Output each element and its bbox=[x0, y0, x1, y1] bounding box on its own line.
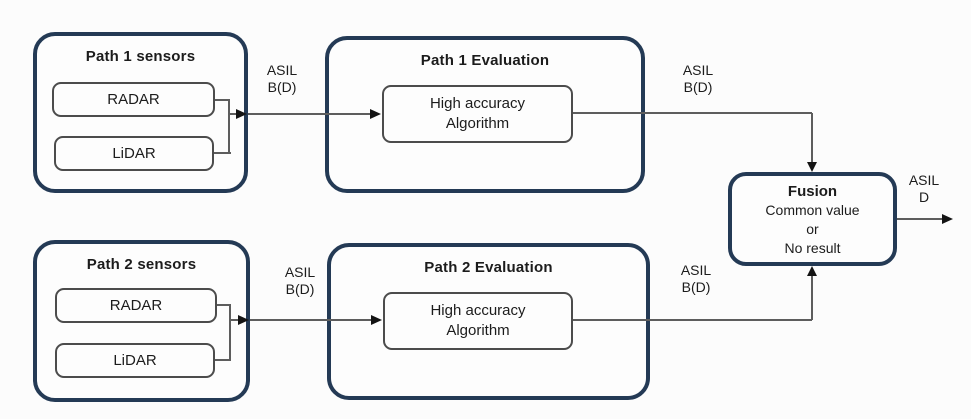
path2-algorithm-line1: High accuracy bbox=[430, 302, 526, 319]
asil-label-p2-eval: ASIL B(D) bbox=[670, 262, 722, 296]
path1-sensors-title: Path 1 sensors bbox=[85, 48, 196, 65]
fusion-box: Fusion Common value or No result bbox=[728, 172, 897, 266]
p2-eval-in-arrowhead-icon bbox=[371, 315, 382, 325]
path1-radar-label: RADAR bbox=[107, 90, 160, 108]
path1-evaluation-title: Path 1 Evaluation bbox=[420, 52, 550, 69]
p2-fusion-in-arrowhead-icon bbox=[807, 266, 817, 276]
fusion-body: Fusion Common value or No result bbox=[732, 182, 893, 258]
p2-sensors-to-eval-line bbox=[250, 319, 372, 321]
asil-label-fusion-output-line2: D bbox=[918, 189, 930, 205]
fusion-output-line bbox=[897, 218, 942, 220]
p1-radar-stub-line bbox=[215, 99, 230, 101]
p1-merge-out-line bbox=[229, 113, 238, 115]
path1-lidar-box: LiDAR bbox=[54, 136, 214, 171]
fusion-line1: Common value bbox=[765, 202, 860, 218]
p2-fusion-rise-line bbox=[811, 275, 813, 320]
p2-lidar-stub-line bbox=[215, 359, 231, 361]
p1-fusion-drop-line bbox=[811, 113, 813, 163]
path1-algorithm-line2: Algorithm bbox=[445, 115, 510, 132]
p2-merge-bus-line bbox=[229, 304, 231, 361]
asil-label-fusion-output-line1: ASIL bbox=[908, 172, 940, 188]
asil-label-p2-sensors: ASIL B(D) bbox=[274, 264, 326, 298]
asil-label-p2-sensors-line2: B(D) bbox=[285, 281, 315, 297]
path1-lidar-label: LiDAR bbox=[112, 144, 156, 162]
p2-radar-stub-line bbox=[217, 304, 231, 306]
p1-sensors-to-eval-line bbox=[248, 113, 371, 115]
path2-algorithm-box: High accuracy Algorithm bbox=[383, 292, 573, 350]
p1-merge-bus-line bbox=[228, 99, 230, 154]
asil-label-p1-sensors: ASIL B(D) bbox=[256, 62, 308, 96]
path2-lidar-box: LiDAR bbox=[55, 343, 215, 378]
asil-label-p1-sensors-line2: B(D) bbox=[267, 79, 297, 95]
path2-evaluation-box: Path 2 Evaluation High accuracy Algorith… bbox=[327, 243, 650, 400]
asil-label-p2-eval-line1: ASIL bbox=[680, 262, 712, 278]
p2-eval-to-fusion-line bbox=[573, 319, 812, 321]
path2-radar-box: RADAR bbox=[55, 288, 217, 323]
fusion-line3: No result bbox=[784, 240, 841, 256]
path2-algorithm-line2: Algorithm bbox=[446, 322, 510, 339]
path2-evaluation-title: Path 2 Evaluation bbox=[424, 259, 553, 276]
p1-merge-arrowhead-icon bbox=[236, 109, 247, 119]
asil-label-p1-eval: ASIL B(D) bbox=[672, 62, 724, 96]
path2-sensors-box: Path 2 sensors RADAR LiDAR bbox=[33, 240, 250, 402]
path1-sensors-box: Path 1 sensors RADAR LiDAR bbox=[33, 32, 248, 193]
p1-eval-to-fusion-line bbox=[573, 112, 812, 114]
asil-label-p1-eval-line1: ASIL bbox=[682, 62, 714, 78]
fusion-output-arrowhead-icon bbox=[942, 214, 953, 224]
p1-lidar-stub-line bbox=[214, 152, 231, 154]
p1-eval-in-arrowhead-icon bbox=[370, 109, 381, 119]
asil-label-p1-eval-line2: B(D) bbox=[683, 79, 713, 95]
path2-lidar-label: LiDAR bbox=[113, 351, 157, 369]
fusion-line2: or bbox=[806, 221, 819, 237]
path1-radar-box: RADAR bbox=[52, 82, 215, 117]
asil-label-p1-sensors-line1: ASIL bbox=[266, 62, 298, 78]
asil-label-p2-sensors-line1: ASIL bbox=[284, 264, 316, 280]
asil-label-fusion-output: ASIL D bbox=[898, 172, 950, 206]
fusion-title: Fusion bbox=[787, 183, 838, 200]
p2-merge-arrowhead-icon bbox=[238, 315, 249, 325]
path2-sensors-title: Path 2 sensors bbox=[86, 256, 197, 273]
path2-radar-label: RADAR bbox=[109, 296, 163, 314]
p2-merge-out-line bbox=[231, 319, 240, 321]
asil-label-p2-eval-line2: B(D) bbox=[681, 279, 711, 295]
p1-fusion-in-arrowhead-icon bbox=[807, 162, 817, 172]
path1-algorithm-line1: High accuracy bbox=[429, 95, 526, 112]
path1-algorithm-box: High accuracy Algorithm bbox=[382, 85, 573, 143]
